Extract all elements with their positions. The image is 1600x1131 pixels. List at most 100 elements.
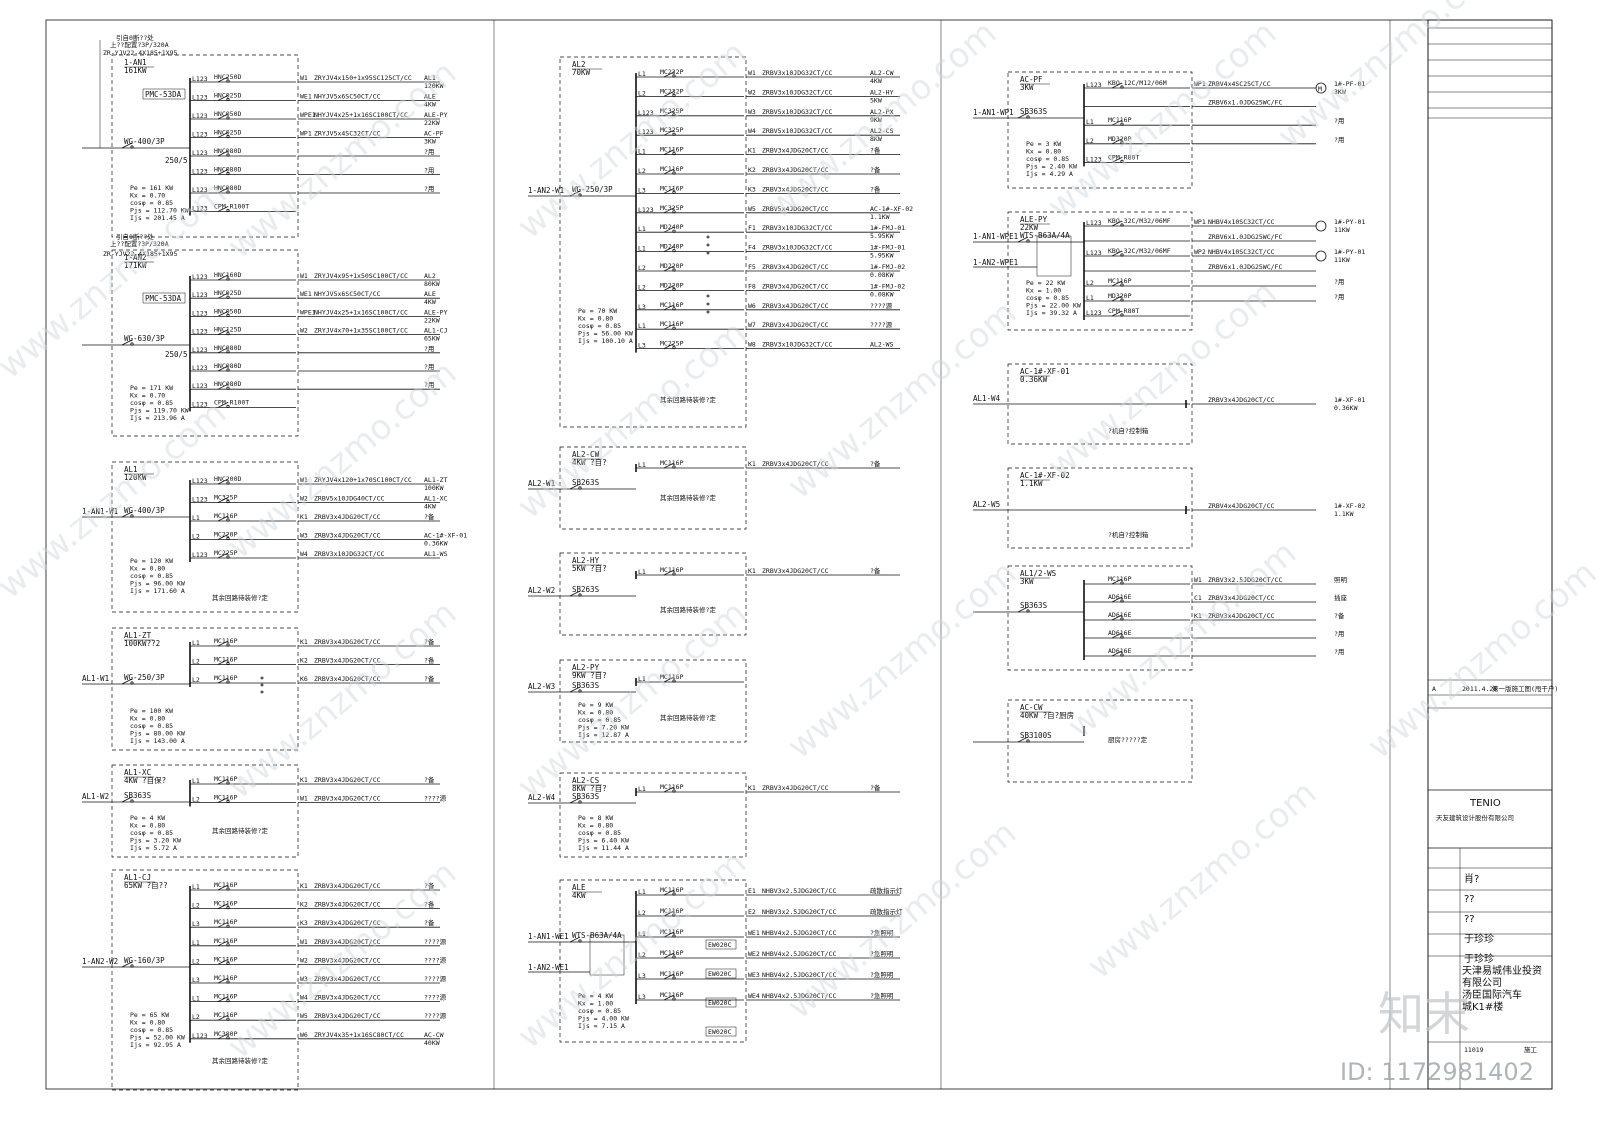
ats-box xyxy=(589,934,625,976)
breaker-type: MC116P xyxy=(660,146,684,154)
load-name: ????源 xyxy=(424,955,447,964)
load-name: ALE xyxy=(424,93,436,101)
phase-label: L1 xyxy=(638,70,646,78)
phase-label: L1 xyxy=(638,245,646,253)
load-calc-line: Pe = 70 KW xyxy=(578,307,617,315)
breaker-type: MC116P xyxy=(660,991,684,999)
breaker-type: MC116P xyxy=(214,974,238,982)
breaker-type: MC116P xyxy=(1108,277,1132,285)
cable-spec: ZRBV3x4JDG20CT/CC xyxy=(314,657,381,665)
branch-breaker-symbol xyxy=(1111,295,1123,302)
panel-boundary xyxy=(111,249,299,437)
panel-rating: 100KW??2 xyxy=(124,639,160,648)
load-name: AL2-PX xyxy=(870,108,894,116)
breaker-contact xyxy=(672,934,676,938)
breaker-type: MC116P xyxy=(214,918,238,926)
load-power: 3KW xyxy=(424,138,436,146)
main-breaker-symbol xyxy=(1017,236,1029,243)
load-calc-line: cosφ = 0.85 xyxy=(578,829,621,837)
phase-label: L1 xyxy=(192,777,200,785)
cable-spec: ZRBV3x4JDG20CT/CC xyxy=(762,147,829,155)
breaker-contact xyxy=(226,295,230,299)
load-name: ?备 xyxy=(424,637,435,646)
panel-id: AL2-CS xyxy=(572,776,600,785)
load-name: 1#-XF-01 xyxy=(1334,396,1365,404)
phase-label: L1 xyxy=(638,888,646,896)
breaker-contact xyxy=(672,113,676,117)
main-breaker-label: SB363S xyxy=(572,792,600,801)
branch-breaker-symbol xyxy=(663,889,675,896)
circuit-no: W1 xyxy=(300,272,308,280)
breaker-type: MC116P xyxy=(214,955,238,963)
panel-boundary xyxy=(559,552,747,636)
load-name: ?用 xyxy=(1334,293,1344,301)
load-calc-line: Ijs = 100.10 A xyxy=(578,337,633,345)
load-calc-line: Kx = 0.80 xyxy=(578,315,613,323)
load-name: ?用 xyxy=(424,345,434,353)
relay-box xyxy=(705,1026,737,1037)
circuit-no: WE3 xyxy=(748,971,760,979)
load-name: AL2-CS xyxy=(870,127,894,135)
circuit-no: K2 xyxy=(300,901,308,909)
load-power: 0.36KW xyxy=(424,540,448,548)
circuit-no: K1 xyxy=(748,460,756,468)
panel-note: 其余回路待装修?定 xyxy=(660,395,716,404)
breaker-contact xyxy=(672,287,676,291)
panel-boundary xyxy=(111,764,299,858)
main-breaker-label: SB363S xyxy=(572,681,600,690)
phase-label: L123 xyxy=(638,206,654,214)
load-calc-line: Kx = 0.80 xyxy=(578,709,613,717)
load-name: ????源 xyxy=(424,1011,447,1020)
branch-breaker-symbol xyxy=(1111,250,1123,257)
circuit-no: K1 xyxy=(748,784,756,792)
load-calc-line: Pjs = 4.00 KW xyxy=(578,1015,629,1023)
ellipsis-dot xyxy=(706,243,710,247)
breaker-contact xyxy=(226,887,230,891)
load-calc-line: cosφ = 0.85 xyxy=(130,829,173,837)
branch-breaker-symbol xyxy=(1111,220,1123,227)
breaker-type: MD220P xyxy=(660,262,684,270)
load-power: 5KW xyxy=(870,96,882,104)
load-power: 80KW xyxy=(424,280,440,288)
ellipsis-dot xyxy=(706,310,710,314)
phase-label: L123 xyxy=(192,291,208,299)
load-name: ?备 xyxy=(870,783,881,792)
main-breaker-symbol xyxy=(569,483,581,490)
circuit-no: W1 xyxy=(1194,576,1202,584)
breaker-type: CPM-R80T xyxy=(1108,307,1139,315)
branch-breaker-symbol xyxy=(217,996,229,1002)
breaker-contact xyxy=(672,465,676,469)
breaker-type: MC225P xyxy=(214,549,238,557)
incoming-circuit-id: AL1-W4 xyxy=(973,394,1001,403)
staff-name: ?? xyxy=(1464,914,1475,925)
breaker-type: MC116P xyxy=(660,320,684,328)
breaker-type: AD616E xyxy=(1108,611,1132,619)
cable-spec: NHYJV5x6SC50CT/CC xyxy=(314,93,381,101)
breaker-contact xyxy=(226,386,230,390)
panel-rating: 22KW xyxy=(1020,223,1039,232)
load-name: 1#-FMJ-01 xyxy=(870,224,905,232)
load-name: 1#-PF-01 xyxy=(1334,80,1365,88)
branch-breaker-symbol xyxy=(217,497,229,503)
phase-label: L2 xyxy=(638,951,646,959)
breaker-type: MD320P xyxy=(1108,292,1132,300)
breaker-contact xyxy=(1120,122,1124,126)
phase-label: L2 xyxy=(192,957,200,965)
breaker-contact xyxy=(578,939,582,943)
load-calc-line: Kx = 0.80 xyxy=(130,565,165,573)
load-calc-line: Kx = 0.80 xyxy=(130,822,165,830)
breaker-contact xyxy=(1026,115,1030,119)
main-breaker-label: WG-250/3P xyxy=(572,185,613,194)
breaker-contact xyxy=(226,153,230,157)
circuit-no: WE1 xyxy=(300,93,312,101)
load-power: 8KW xyxy=(870,135,882,143)
load-calc-line: cosφ = 0.85 xyxy=(1026,294,1069,302)
panel-boundary xyxy=(1007,699,1193,783)
phase-label: L123 xyxy=(638,128,654,136)
load-name: ?用 xyxy=(424,167,434,175)
load-calc-line: Pjs = 96.00 KW xyxy=(130,580,185,588)
